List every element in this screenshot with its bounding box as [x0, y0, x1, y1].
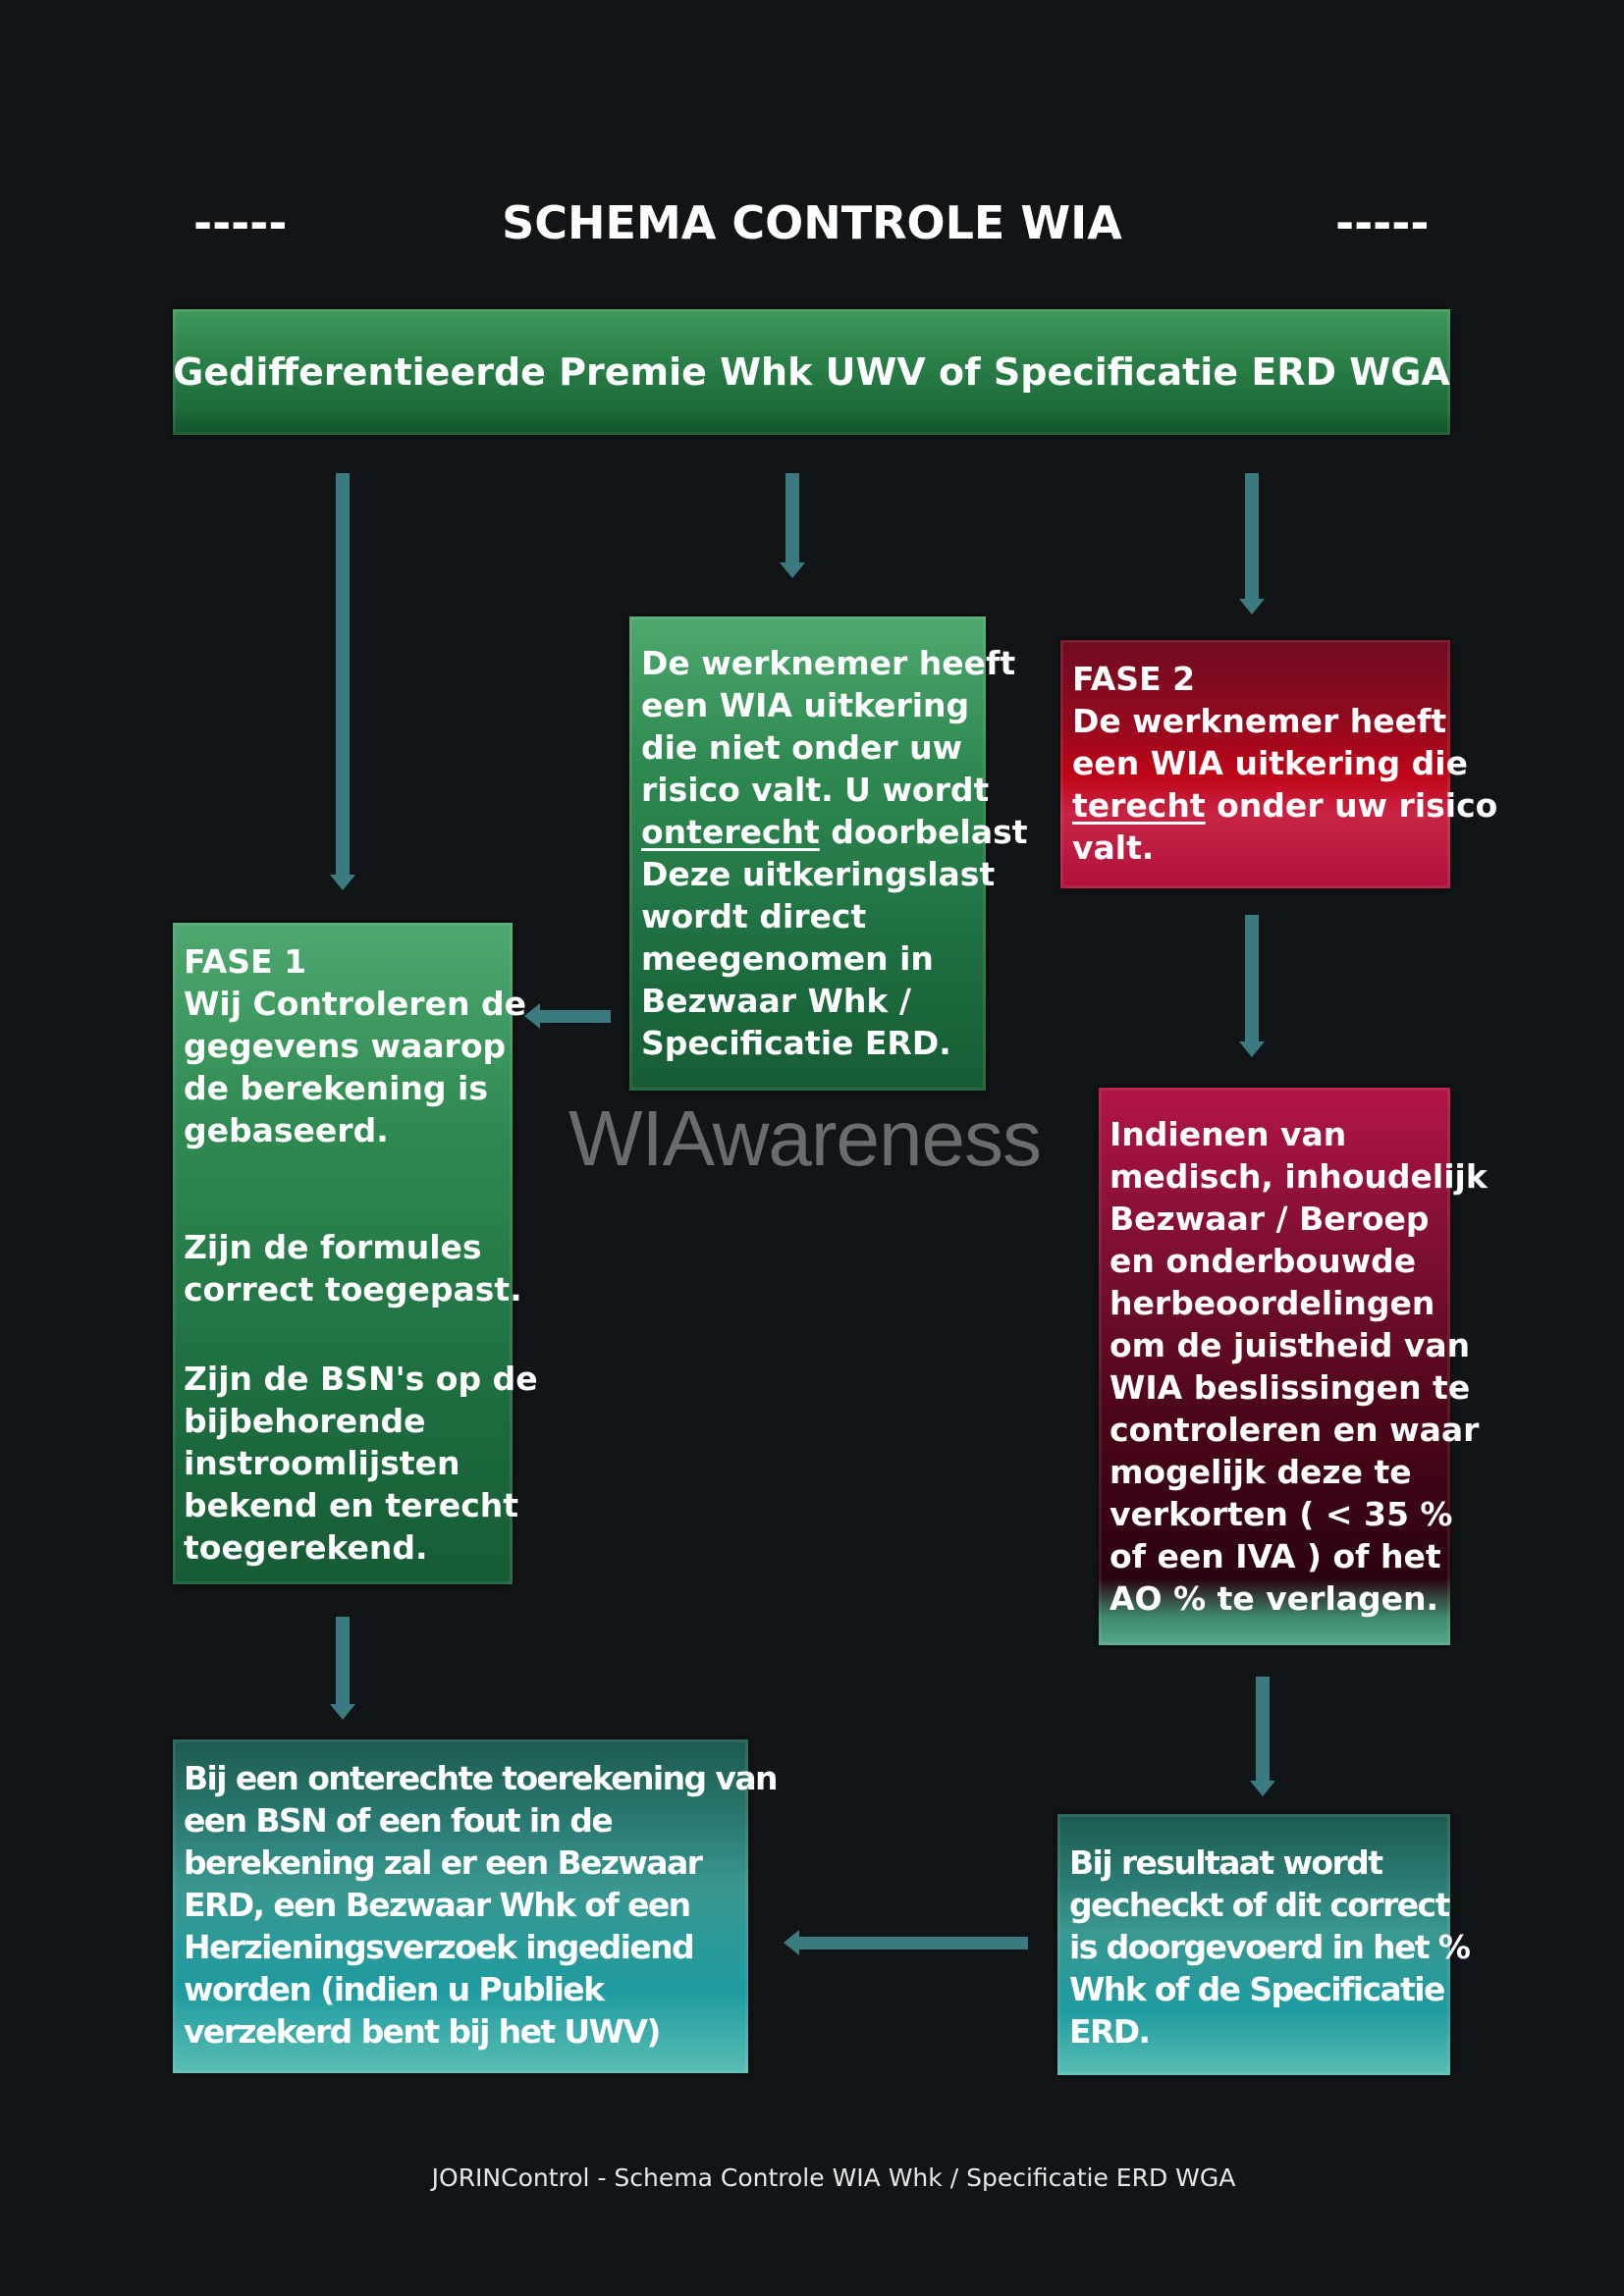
text-line: om de juistheid van	[1110, 1326, 1471, 1364]
text-line: en onderbouwde	[1110, 1242, 1417, 1280]
text-line: Specificatie ERD.	[641, 1024, 951, 1062]
text-line: herbeoordelingen	[1110, 1284, 1435, 1322]
text-line: Zijn de formules	[184, 1228, 482, 1266]
text-line: Bezwaar / Beroep	[1110, 1200, 1430, 1238]
arrow-down-right	[1239, 473, 1265, 614]
arrow-down-middle	[780, 473, 805, 578]
text-line: of een IVA ) of het	[1110, 1537, 1441, 1575]
text-line: de berekening is	[184, 1069, 488, 1107]
text-line: Whk of de Specificatie	[1069, 1970, 1445, 2008]
text-line: berekening zal er een Bezwaar	[184, 1843, 703, 1882]
bottom-left-box: Bij een onterechte toerekening van een B…	[173, 1739, 779, 2073]
text-line: wordt direct	[641, 897, 867, 935]
text-line: instroomlijsten	[184, 1444, 460, 1482]
title-dash-left: -----	[193, 196, 288, 249]
text-line: Bij resultaat wordt	[1069, 1843, 1383, 1882]
text-line: Deze uitkeringslast	[641, 855, 996, 893]
text-line: ERD, een Bezwaar Whk of een	[184, 1886, 691, 1924]
underlined-word: terecht	[1072, 786, 1206, 825]
text-line: is doorgevoerd in het %	[1069, 1928, 1471, 1966]
text-line: controleren en waar	[1110, 1411, 1480, 1449]
text-line: Herzieningsverzoek ingediend	[184, 1928, 695, 1966]
text-line: gebaseerd.	[184, 1111, 389, 1149]
text-line: verkorten ( < 35 %	[1110, 1495, 1453, 1533]
text-line: meegenomen in	[641, 939, 934, 978]
text-line: gecheckt of dit correct	[1069, 1886, 1450, 1924]
arrow-left-bottom	[784, 1930, 1028, 1955]
fase2-box: FASE 2 De werknemer heeft een WIA uitker…	[1060, 640, 1497, 888]
text-line: medisch, inhoudelijk	[1110, 1157, 1488, 1196]
footer-caption: JORINControl - Schema Controle WIA Whk /…	[431, 2163, 1236, 2192]
middle-box-onterecht: De werknemer heeft een WIA uitkering die…	[629, 616, 1028, 1091]
text-line: gegevens waarop	[184, 1027, 507, 1065]
text-line: een WIA uitkering	[641, 686, 970, 724]
text-line: terecht onder uw risico	[1072, 784, 1497, 827]
arrow-down-fase1	[330, 1617, 355, 1720]
text-segment: onder uw risico	[1205, 786, 1498, 825]
text-line: die niet onder uw	[641, 728, 963, 767]
top-box-text: Gedifferentieerde Premie Whk UWV of Spec…	[173, 350, 1450, 394]
text-line: De werknemer heeft	[641, 644, 1016, 682]
arrow-down-fase2	[1239, 915, 1265, 1057]
watermark: WIAwareness	[568, 1095, 1042, 1182]
fase2-heading: FASE 2	[1072, 660, 1196, 698]
text-line: mogelijk deze te	[1110, 1453, 1412, 1491]
text-line: correct toegepast.	[184, 1270, 522, 1308]
text-line: een BSN of een fout in de	[184, 1801, 614, 1840]
top-box: Gedifferentieerde Premie Whk UWV of Spec…	[173, 309, 1450, 435]
page-title: SCHEMA CONTROLE WIA	[502, 196, 1122, 249]
text-line: risico valt. U wordt	[641, 771, 990, 809]
text-line: AO % te verlagen.	[1110, 1579, 1439, 1618]
text-line: bijbehorende	[184, 1402, 426, 1440]
text-line: Bij een onterechte toerekening van	[184, 1759, 779, 1797]
text-line: verzekerd bent bij het UWV)	[184, 2012, 661, 2051]
fase1-box: FASE 1 Wij Controleren de gegevens waaro…	[173, 923, 538, 1584]
text-line: valt.	[1072, 828, 1155, 867]
fase1-heading: FASE 1	[184, 942, 307, 981]
text-line: Bezwaar Whk /	[641, 982, 911, 1020]
text-line: WIA beslissingen te	[1110, 1368, 1471, 1407]
text-line: Indienen van	[1110, 1115, 1347, 1153]
arrow-down-bezwaar	[1250, 1677, 1275, 1796]
text-line: worden (indien u Publiek	[184, 1970, 605, 2008]
arrow-left-middle	[524, 1003, 611, 1029]
text-line: toegerekend.	[184, 1528, 428, 1567]
text-segment: doorbelast	[819, 813, 1028, 851]
text-line: een WIA uitkering die	[1072, 744, 1468, 782]
arrow-down-left	[330, 473, 355, 890]
underlined-word: onterecht	[641, 813, 820, 851]
bottom-right-box: Bij resultaat wordt gecheckt of dit corr…	[1057, 1814, 1471, 2075]
text-line: Zijn de BSN's op de	[184, 1360, 538, 1398]
text-line: Wij Controleren de	[184, 985, 526, 1023]
text-line: bekend en terecht	[184, 1486, 519, 1524]
text-line: ERD.	[1069, 2012, 1151, 2051]
bezwaar-box: Indienen van medisch, inhoudelijk Bezwaa…	[1099, 1088, 1488, 1645]
text-line: onterecht doorbelast	[641, 811, 1028, 853]
title-dash-right: -----	[1335, 196, 1430, 249]
text-line: De werknemer heeft	[1072, 702, 1447, 740]
